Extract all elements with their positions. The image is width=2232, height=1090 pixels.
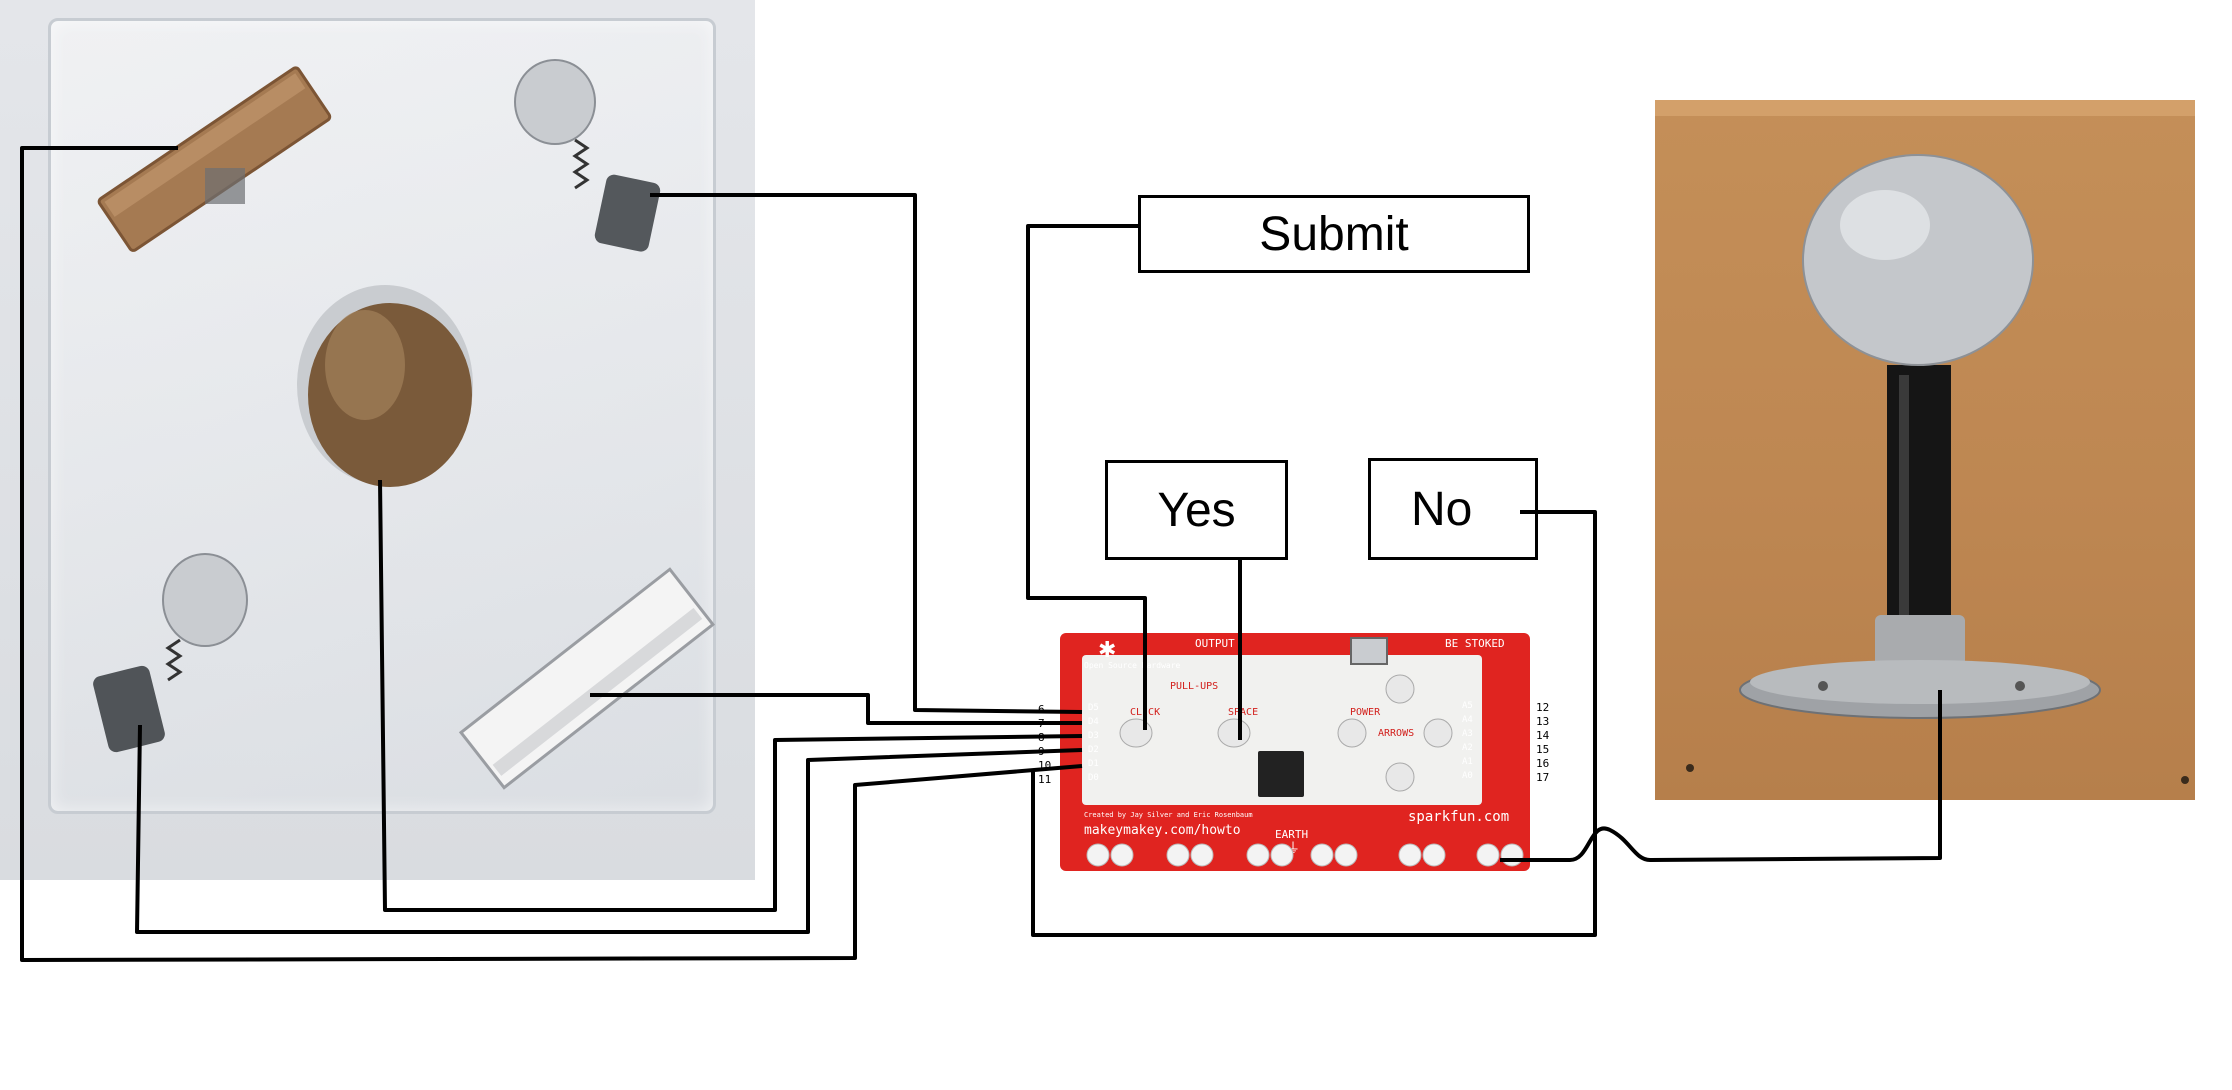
pin-label: A4	[1462, 715, 1473, 725]
sparkfun-label: sparkfun.com	[1408, 809, 1510, 825]
be-stoked-label: BE STOKED	[1445, 637, 1505, 650]
wire-submit	[1026, 224, 1147, 730]
wire-ball-to-d5	[650, 193, 1083, 714]
wire-no	[1031, 510, 1597, 937]
url-label: makeymakey.com/howto	[1084, 823, 1241, 838]
foil-ball-bottom-left	[162, 553, 248, 647]
open-source-label: Open Source Hardware	[1084, 661, 1181, 670]
foil-joystick-object	[1686, 154, 2189, 784]
pin-label: A2	[1462, 743, 1473, 753]
no-label-box: No	[1368, 458, 1538, 560]
white-strip-object	[458, 567, 716, 790]
pin-label: D3	[1088, 731, 1099, 741]
wire-disc-to-d3	[378, 479, 1083, 912]
pin-number: 11	[1038, 773, 1052, 786]
usb-port-icon	[1350, 637, 1388, 665]
arrows-label: ARROWS	[1378, 728, 1415, 739]
pin-number: 14	[1536, 729, 1550, 742]
foil-ball-top-right	[514, 59, 596, 145]
pin-label: D4	[1088, 717, 1099, 727]
pull-ups-label: PULL-UPS	[1170, 681, 1219, 692]
pin-label: D1	[1088, 759, 1099, 769]
pin-label: A5	[1462, 701, 1473, 711]
pin-number: 12	[1536, 701, 1550, 714]
pin-label: D0	[1088, 773, 1099, 783]
wire-joystick-earth	[1500, 690, 1942, 862]
wire-bar-to-d1	[20, 146, 1083, 962]
output-label: OUTPUT	[1195, 637, 1235, 650]
gear-icon: ✱	[1098, 637, 1117, 662]
no-label: No	[1411, 482, 1473, 536]
yes-label-box: Yes	[1105, 460, 1288, 560]
yes-label: Yes	[1157, 483, 1236, 537]
pin-label: D2	[1088, 745, 1099, 755]
space-label: SPACE	[1228, 707, 1259, 718]
power-label: POWER	[1350, 707, 1381, 718]
pin-number: 17	[1536, 771, 1550, 784]
submit-label-box: Submit	[1138, 195, 1530, 273]
wire-ball2-to-d2	[135, 724, 1083, 934]
credits-label: Created by Jay Silver and Eric Rosenbaum	[1084, 811, 1253, 819]
foil-objects	[93, 59, 716, 790]
earth-label: EARTH	[1275, 828, 1309, 841]
wire-strip-to-d4	[590, 693, 1082, 725]
pin-number: 16	[1536, 757, 1550, 770]
pin-label: A0	[1462, 771, 1473, 781]
pin-label: D5	[1088, 703, 1099, 713]
right-photo-panel	[1655, 100, 2195, 800]
pin-number: 15	[1536, 743, 1550, 756]
left-photo-panel	[0, 0, 755, 880]
chip-icon	[1258, 751, 1304, 797]
makey-makey-board: ✱ Open Source Hardware OUTPUT PULL-UPS B…	[1038, 633, 1549, 871]
pin-number: 6	[1038, 703, 1045, 716]
pin-number: 13	[1536, 715, 1550, 728]
pin-label: A3	[1462, 729, 1473, 739]
submit-label: Submit	[1259, 207, 1409, 261]
copper-bar-object	[97, 66, 332, 252]
pin-label: A1	[1462, 757, 1473, 767]
